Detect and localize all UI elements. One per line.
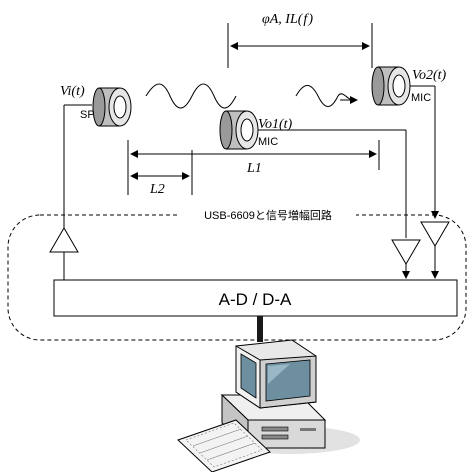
phase-label: φA, IL(f) bbox=[262, 12, 313, 27]
usb-cable bbox=[257, 316, 263, 342]
mic1-amplifier bbox=[391, 239, 421, 265]
mic1-label: MIC bbox=[258, 136, 278, 148]
boundary-title: USB-6609と信号増幅回路 bbox=[204, 209, 332, 222]
speaker-label: SP bbox=[80, 109, 95, 121]
microphone2-icon bbox=[371, 66, 411, 106]
mic2-amplifier bbox=[420, 221, 450, 247]
boundary-title-bg bbox=[180, 207, 356, 223]
adc-dac-box bbox=[53, 279, 458, 317]
l1-label: L1 bbox=[246, 161, 262, 176]
speaker-icon bbox=[92, 87, 132, 127]
l2-label: L2 bbox=[149, 182, 165, 197]
sound-wave bbox=[145, 83, 353, 109]
vi-label: Vi(t) bbox=[60, 84, 85, 99]
amplifier-boundary bbox=[7, 214, 467, 341]
microphone1-icon bbox=[219, 110, 259, 150]
computer-icon bbox=[177, 339, 360, 472]
adc-dac-label: A-D / D-A bbox=[219, 290, 292, 309]
vo1-label: Vo1(t) bbox=[258, 117, 293, 132]
output-amplifier bbox=[49, 227, 79, 253]
vo2-label: Vo2(t) bbox=[412, 68, 447, 83]
mic2-label: MIC bbox=[411, 92, 431, 104]
